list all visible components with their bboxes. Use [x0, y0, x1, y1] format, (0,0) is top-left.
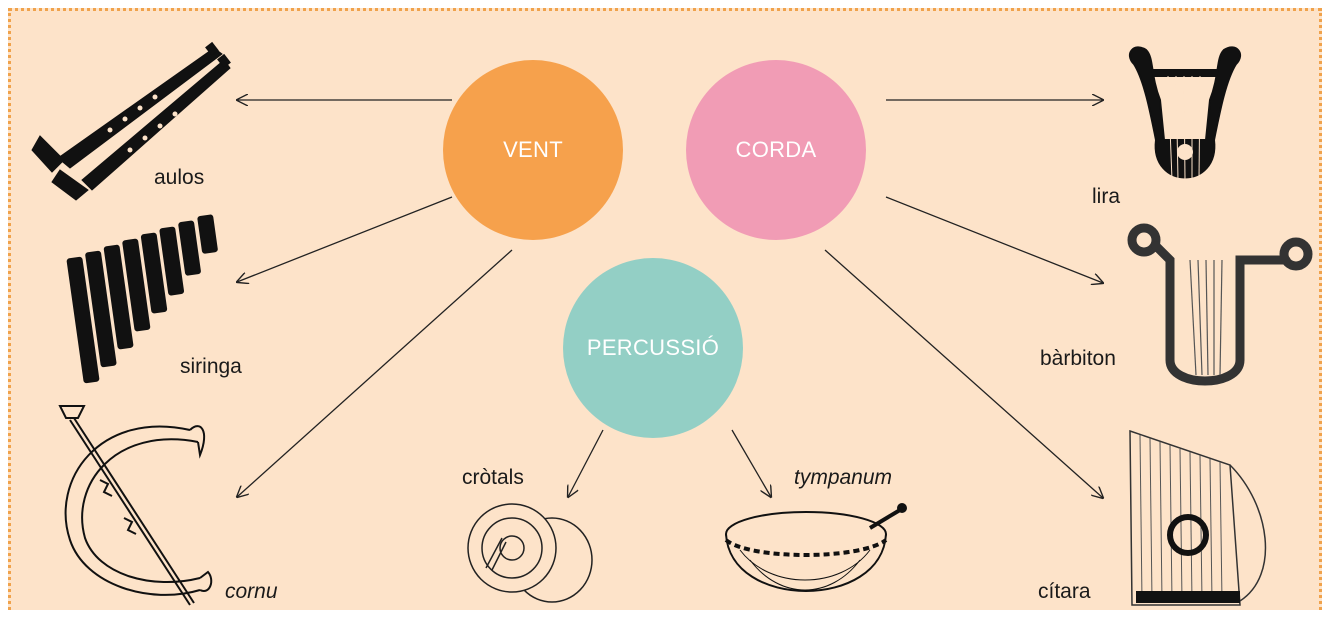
cornu-icon [40, 400, 220, 610]
barbiton-icon [1110, 220, 1310, 400]
category-percussio: PERCUSSIÓ [563, 258, 743, 438]
label-barbiton: bàrbiton [1040, 347, 1116, 371]
label-crotals: cròtals [462, 466, 524, 490]
category-corda: CORDA [686, 60, 866, 240]
arrow-vent-siringa [237, 197, 452, 282]
label-tympanum: tympanum [794, 466, 892, 490]
label-cornu: cornu [225, 580, 278, 604]
tympanum-icon [720, 500, 910, 612]
arrow-vent-cornu [237, 250, 512, 497]
kithara-icon [1120, 425, 1280, 615]
arrow-corda-citara [825, 250, 1103, 498]
label-aulos: aulos [154, 166, 204, 190]
label-lira: lira [1092, 185, 1120, 209]
category-percussio-label: PERCUSSIÓ [587, 335, 719, 361]
lyre-icon [1120, 40, 1250, 200]
label-siringa: siringa [180, 355, 242, 379]
category-vent-label: VENT [503, 137, 563, 163]
crotals-icon [462, 498, 602, 608]
category-vent: VENT [443, 60, 623, 240]
arrow-perc-crotals [568, 430, 603, 497]
arrow-corda-barbiton [886, 197, 1103, 283]
arrow-perc-tympanum [732, 430, 771, 497]
category-corda-label: CORDA [736, 137, 817, 163]
label-citara: cítara [1038, 580, 1091, 604]
